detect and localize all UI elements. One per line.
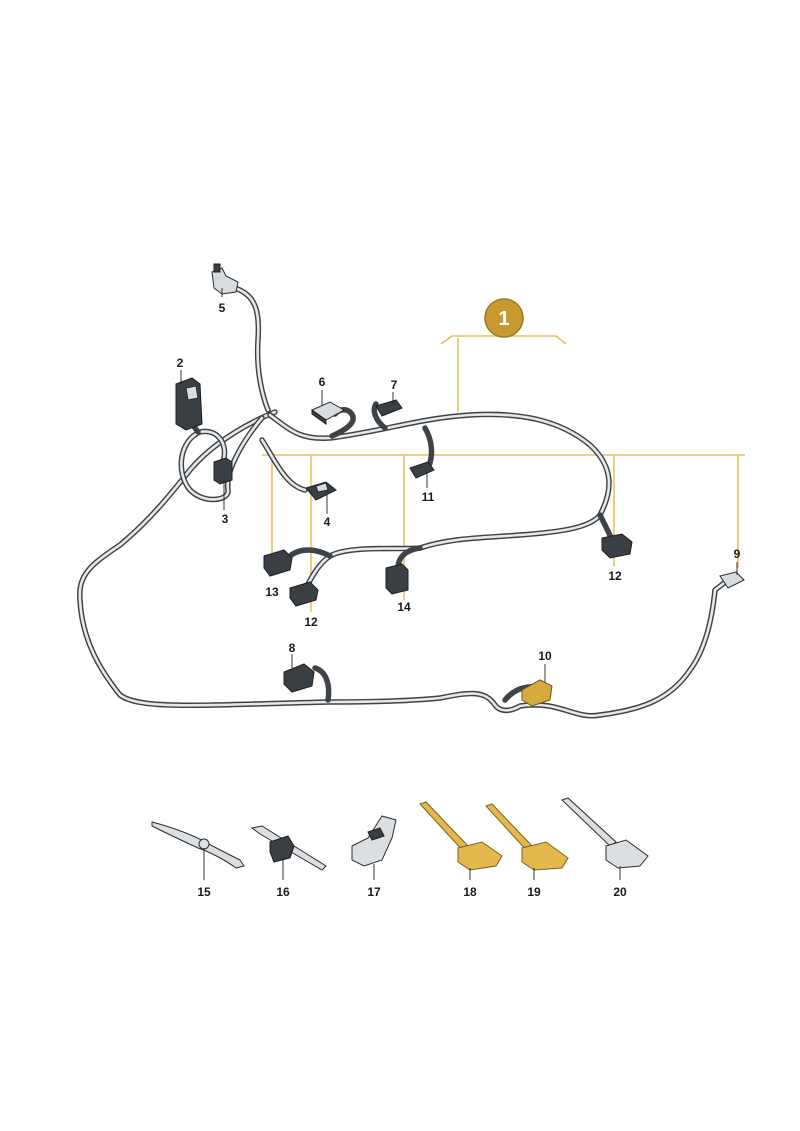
cable-tie-19[interactable]	[485, 803, 569, 871]
callout-12-right: 12	[608, 569, 622, 583]
connector-4[interactable]	[305, 481, 337, 501]
connector-11[interactable]	[409, 461, 435, 479]
cable-holder-16[interactable]	[250, 825, 327, 871]
connector-2[interactable]	[175, 377, 203, 431]
callout-6: 6	[319, 375, 326, 389]
callout-7: 7	[391, 378, 398, 392]
callout-20: 20	[613, 885, 627, 899]
leader-lines	[180, 288, 738, 880]
connector-12-left[interactable]	[289, 581, 319, 607]
assembly-badge[interactable]: 1	[484, 298, 524, 338]
wiring-harness-icon	[77, 285, 731, 719]
callout-10: 10	[538, 649, 552, 663]
callout-16: 16	[276, 885, 290, 899]
connector-12-right[interactable]	[601, 533, 633, 559]
connector-10[interactable]	[521, 679, 553, 707]
callout-13: 13	[265, 585, 279, 599]
connector-7[interactable]	[375, 399, 403, 417]
connector-3[interactable]	[213, 457, 233, 485]
callout-12-left: 12	[304, 615, 318, 629]
cable-tie-20[interactable]	[561, 797, 649, 869]
callout-3: 3	[222, 512, 229, 526]
callout-19: 19	[527, 885, 541, 899]
connector-5[interactable]	[211, 263, 239, 295]
callout-11: 11	[422, 490, 435, 504]
callout-9: 9	[734, 547, 741, 561]
connector-14[interactable]	[385, 563, 409, 595]
callout-15: 15	[197, 885, 211, 899]
callout-labels: 5 2 3 6 7 4 11 13 12 14 12 9 8 10 15 16 …	[177, 301, 741, 899]
callout-2: 2	[177, 356, 184, 370]
callout-5: 5	[219, 301, 226, 315]
assembly-badge-label: 1	[498, 308, 509, 330]
connector-8[interactable]	[283, 663, 315, 693]
cable-tie-18[interactable]	[419, 801, 503, 871]
connector-13[interactable]	[263, 549, 293, 577]
callout-8: 8	[289, 641, 296, 655]
callout-18: 18	[463, 885, 477, 899]
connector-9[interactable]	[719, 571, 745, 589]
callout-17: 17	[367, 885, 381, 899]
callout-4: 4	[324, 515, 331, 529]
cable-tie-15[interactable]	[151, 821, 245, 869]
assembly-bracket	[262, 335, 745, 612]
connector-6[interactable]	[310, 401, 346, 425]
callout-14: 14	[397, 600, 411, 614]
cable-holder-17[interactable]	[351, 815, 397, 867]
